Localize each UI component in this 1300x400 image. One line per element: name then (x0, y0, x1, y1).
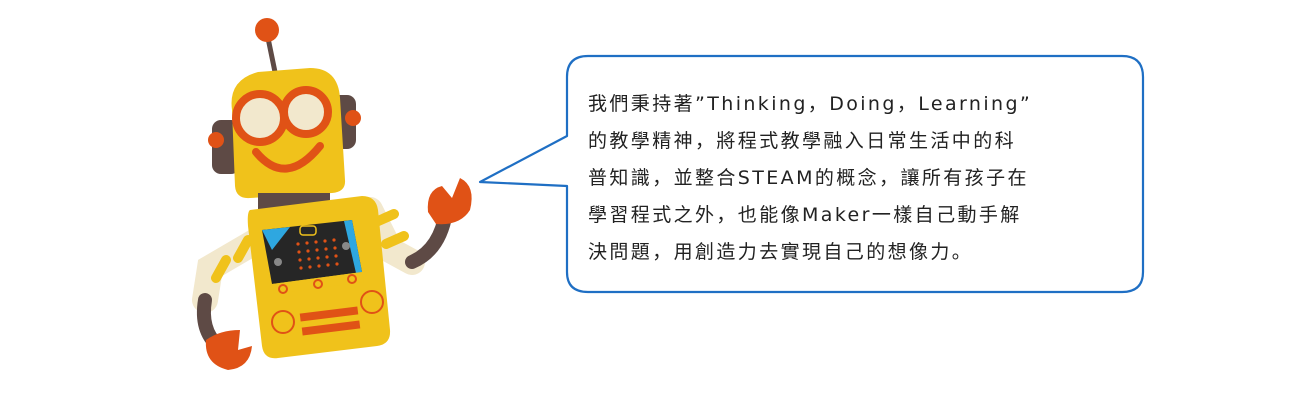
speech-line-4: 學習程式之外，也能像Maker一樣自己動手解 (588, 204, 1022, 226)
microbit-board-icon (262, 220, 364, 294)
antenna-ball (255, 18, 279, 42)
speech-line-3: 普知識，並整合STEAM的概念，讓所有孩子在 (588, 167, 1029, 189)
robot-smile (252, 142, 324, 173)
speech-line-1: 我們秉持著”Thinking，Doing，Learning” (588, 93, 1033, 115)
speech-line-5: 決問題，用創造力去實現自己的想像力。 (588, 241, 974, 263)
speech-bubble-text: 我們秉持著”Thinking，Doing，Learning” 的教學精神，將程式… (588, 86, 1133, 271)
right-claw (427, 178, 472, 225)
speech-line-2: 的教學精神，將程式教學融入日常生活中的科 (588, 130, 1017, 152)
speech-bubble-outline (478, 54, 1145, 294)
left-claw (205, 330, 252, 370)
antenna-stem (265, 35, 278, 75)
